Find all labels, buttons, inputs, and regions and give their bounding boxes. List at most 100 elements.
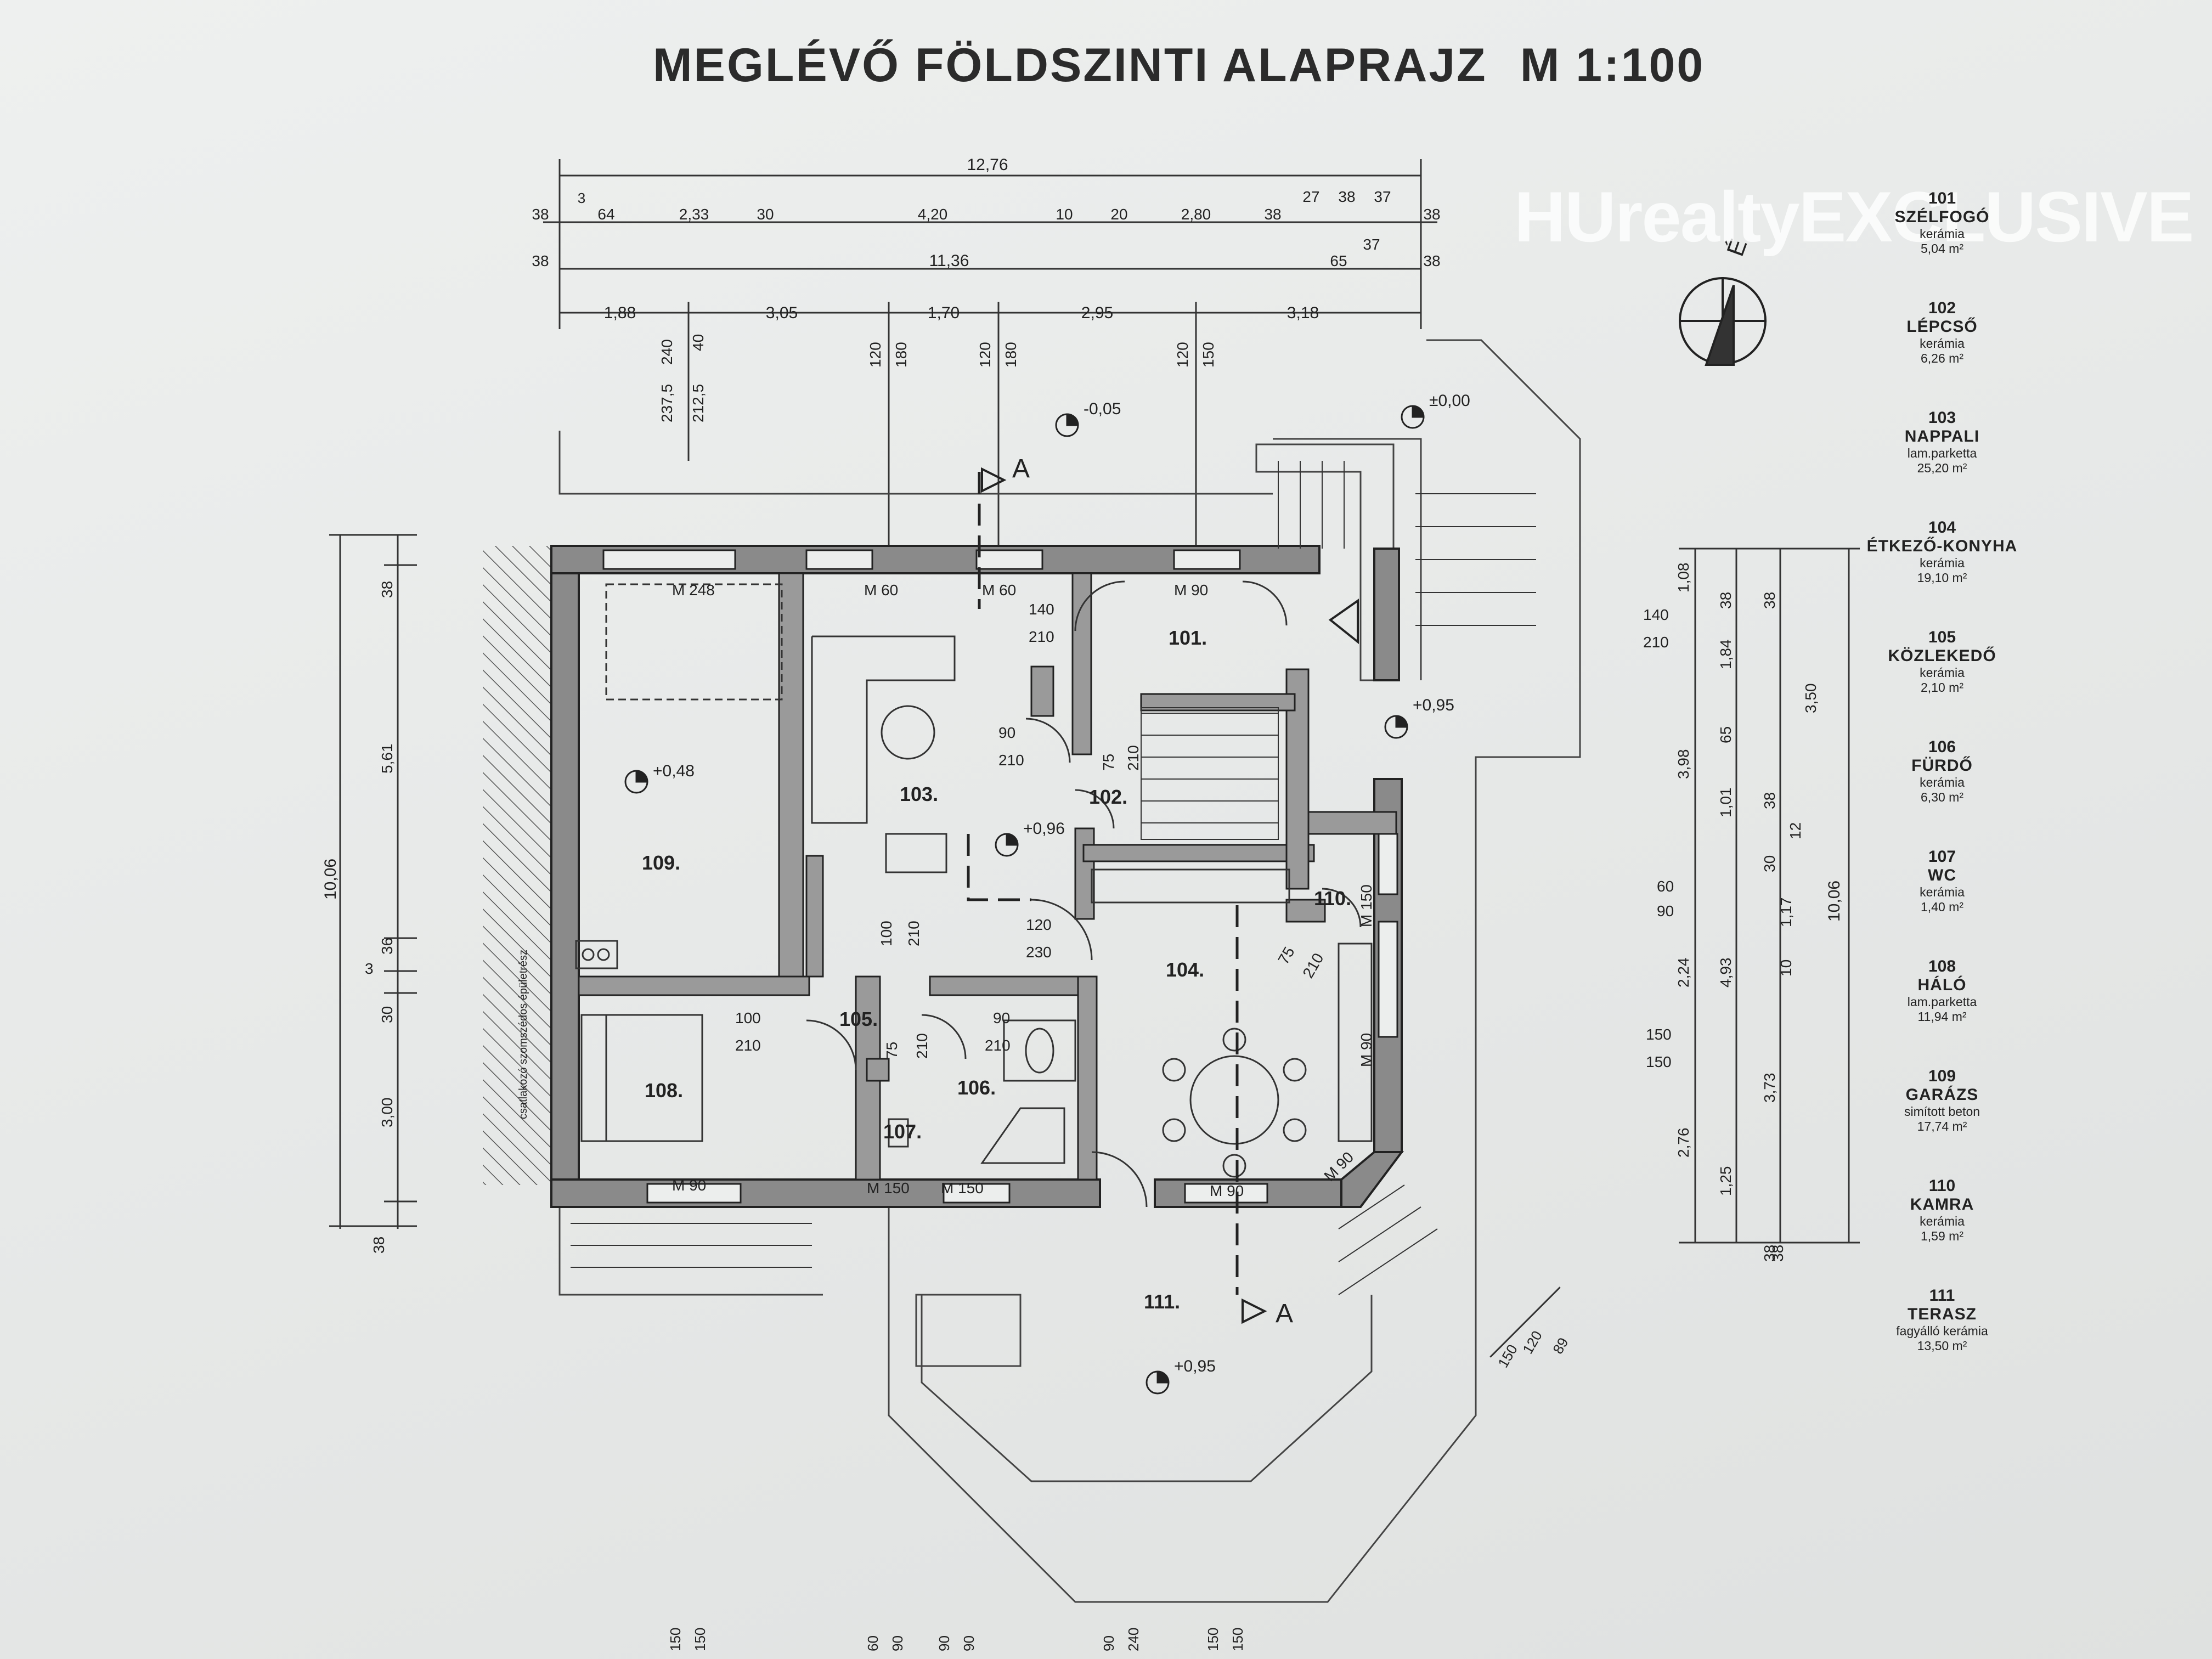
svg-text:1,84: 1,84 xyxy=(1717,640,1734,670)
section-markers: A A xyxy=(981,454,1359,1328)
svg-text:90: 90 xyxy=(998,724,1015,741)
svg-text:10,06: 10,06 xyxy=(1825,881,1843,922)
svg-text:A: A xyxy=(1276,1299,1293,1328)
legend-name: TERASZ xyxy=(1908,1305,1977,1323)
svg-text:1,25: 1,25 xyxy=(1717,1166,1734,1197)
svg-text:2,80: 2,80 xyxy=(1181,206,1211,223)
legend-name: WC xyxy=(1928,866,1956,884)
svg-text:210: 210 xyxy=(1643,634,1669,651)
legend-name: LÉPCSŐ xyxy=(1906,318,1978,336)
svg-text:38: 38 xyxy=(532,206,549,223)
svg-text:90: 90 xyxy=(1101,1635,1117,1651)
svg-text:38: 38 xyxy=(1769,1245,1786,1262)
svg-text:M 60: M 60 xyxy=(864,582,898,599)
right-dimension-text: 10,06 1,08 3,98 2,24 2,76 38 1,84 65 1,0… xyxy=(1675,563,1843,1262)
svg-text:110.: 110. xyxy=(1314,887,1351,910)
svg-text:37: 37 xyxy=(1374,188,1391,205)
svg-text:12,76: 12,76 xyxy=(967,156,1008,174)
legend-number: 102 xyxy=(1928,299,1956,317)
svg-text:11,36: 11,36 xyxy=(929,252,969,270)
svg-text:90: 90 xyxy=(889,1635,906,1651)
legend-area: 1,59 m² xyxy=(1921,1229,1963,1243)
svg-text:38: 38 xyxy=(370,1237,387,1254)
svg-text:150: 150 xyxy=(1205,1628,1221,1651)
svg-text:+0,48: +0,48 xyxy=(653,762,695,780)
svg-text:107.: 107. xyxy=(883,1120,922,1143)
left-dimension-text: 10,06 38 5,61 36 3 30 3,00 38 xyxy=(321,581,396,1254)
svg-text:120: 120 xyxy=(1174,342,1191,368)
legend-material: kerámia xyxy=(1920,665,1965,680)
interior-walls xyxy=(578,572,1397,1181)
svg-text:120: 120 xyxy=(1026,916,1052,933)
svg-text:M 248: M 248 xyxy=(672,582,715,599)
legend-area: 1,40 m² xyxy=(1921,900,1963,914)
svg-text:2,95: 2,95 xyxy=(1081,304,1113,322)
legend-number: 101 xyxy=(1928,189,1956,207)
svg-text:1,88: 1,88 xyxy=(604,304,636,322)
svg-text:30: 30 xyxy=(757,206,774,223)
section-line xyxy=(967,472,1239,1295)
svg-text:237,5: 237,5 xyxy=(658,384,675,422)
legend-area: 6,26 m² xyxy=(1921,351,1963,365)
window-openings xyxy=(602,549,1398,1204)
svg-text:M 90: M 90 xyxy=(1174,582,1208,599)
svg-text:3,05: 3,05 xyxy=(766,304,798,322)
svg-text:75: 75 xyxy=(883,1042,900,1059)
svg-text:100: 100 xyxy=(735,1009,761,1026)
svg-text:2,33: 2,33 xyxy=(679,206,709,223)
svg-text:27: 27 xyxy=(1302,188,1319,205)
legend-area: 2,10 m² xyxy=(1921,680,1963,695)
svg-text:3,18: 3,18 xyxy=(1287,304,1319,322)
legend-area: 13,50 m² xyxy=(1917,1339,1967,1353)
svg-text:60: 60 xyxy=(865,1635,881,1651)
legend-number: 104 xyxy=(1928,518,1956,537)
legend-number: 105 xyxy=(1928,628,1956,646)
svg-text:38: 38 xyxy=(1761,592,1778,609)
window-labels: M 248 M 60 M 60 M 90 M 150 M 90 M 90 M 1… xyxy=(672,582,1375,1199)
svg-text:±0,00: ±0,00 xyxy=(1429,392,1470,410)
svg-text:M 90: M 90 xyxy=(672,1177,706,1194)
svg-text:106.: 106. xyxy=(957,1076,996,1099)
svg-text:1,01: 1,01 xyxy=(1717,788,1734,818)
svg-text:10,06: 10,06 xyxy=(321,859,340,900)
svg-text:150: 150 xyxy=(692,1628,708,1651)
legend-name: KAMRA xyxy=(1910,1195,1974,1214)
svg-text:240: 240 xyxy=(658,339,675,365)
neighbor-building-hatch: csatlakozó szomszédos épületrész xyxy=(483,546,554,1185)
furniture xyxy=(571,461,1536,1295)
terrace-dimensions: 120 89 150 xyxy=(1489,1286,1572,1370)
svg-text:38: 38 xyxy=(1761,1245,1778,1262)
svg-text:A: A xyxy=(1012,454,1030,483)
svg-text:65: 65 xyxy=(1717,726,1734,743)
legend-material: kerámia xyxy=(1920,885,1965,899)
left-dimension-chains xyxy=(329,534,417,1229)
svg-text:104.: 104. xyxy=(1166,958,1204,981)
svg-text:210: 210 xyxy=(913,1033,930,1059)
svg-text:3: 3 xyxy=(578,190,585,206)
svg-text:65: 65 xyxy=(1330,252,1347,269)
legend-number: 109 xyxy=(1928,1067,1956,1085)
svg-text:10: 10 xyxy=(1056,206,1073,223)
watermark: HUrealtyEXCLUSIVE xyxy=(1514,177,2194,257)
legend-area: 5,04 m² xyxy=(1921,241,1963,256)
svg-text:60: 60 xyxy=(1657,878,1674,895)
svg-text:89: 89 xyxy=(1549,1335,1571,1357)
svg-text:1,08: 1,08 xyxy=(1675,563,1692,593)
legend-name: FÜRDŐ xyxy=(1911,757,1973,775)
svg-text:30: 30 xyxy=(379,1006,396,1023)
right-dimension-chains xyxy=(1679,548,1860,1244)
legend-area: 25,20 m² xyxy=(1917,461,1967,475)
svg-text:36: 36 xyxy=(379,938,396,955)
top-dimension-chains xyxy=(543,159,1437,560)
svg-text:38: 38 xyxy=(379,581,396,598)
svg-text:111.: 111. xyxy=(1144,1290,1180,1313)
svg-text:109.: 109. xyxy=(642,851,680,874)
exterior-walls xyxy=(550,545,1404,1208)
svg-text:38: 38 xyxy=(1423,252,1440,269)
svg-text:M 90: M 90 xyxy=(1210,1182,1244,1199)
